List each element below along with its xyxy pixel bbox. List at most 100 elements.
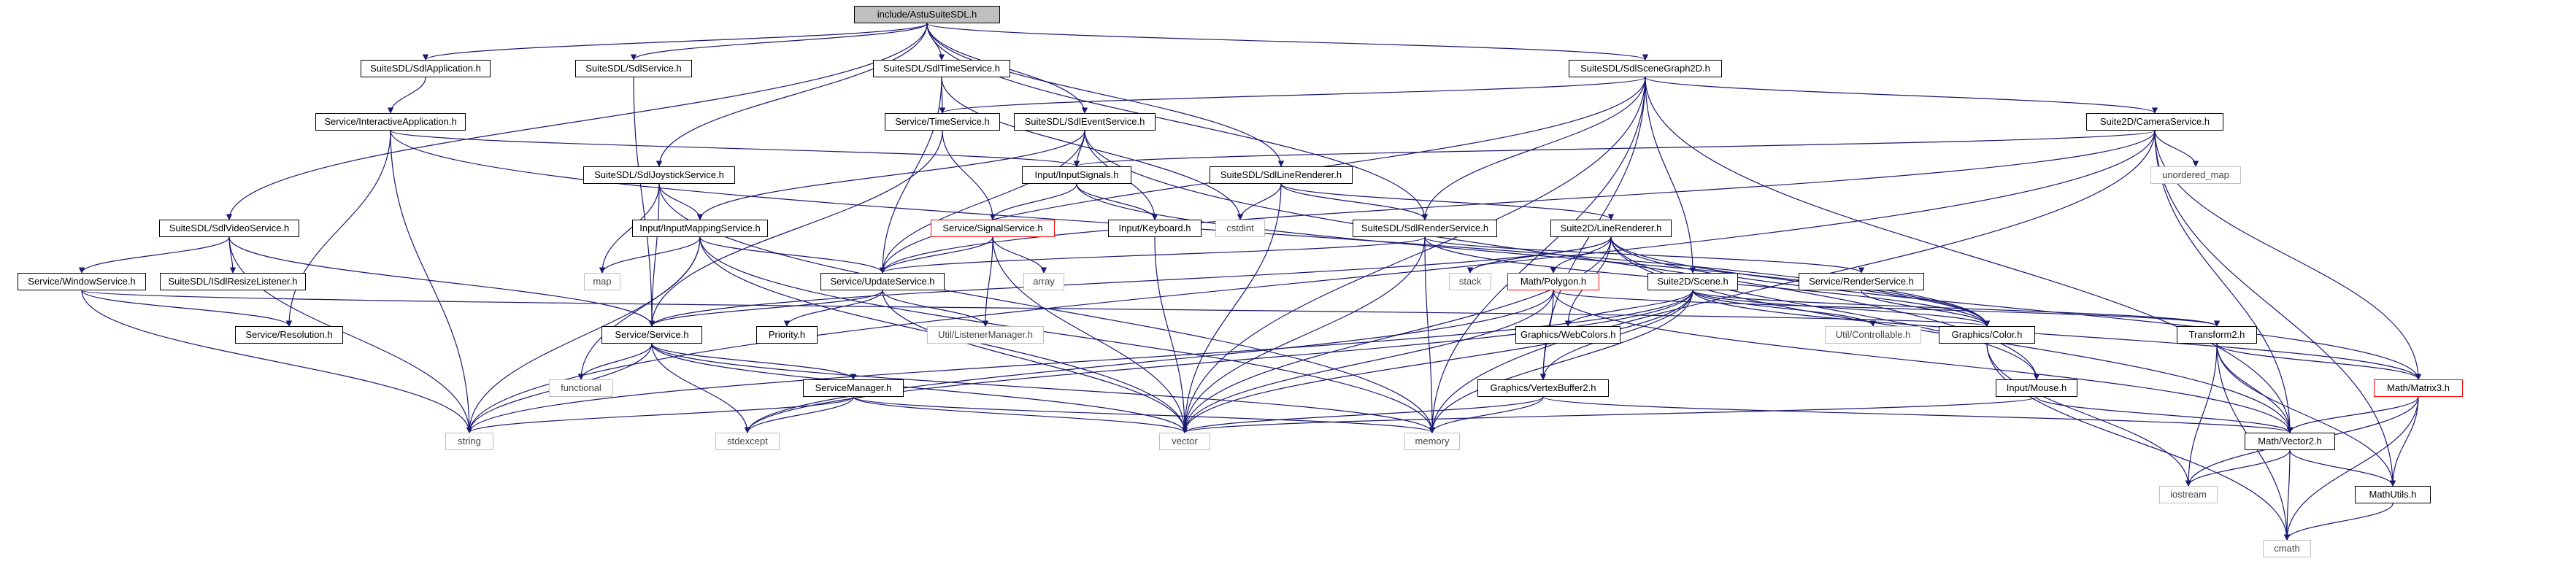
edge-video_service-to-service — [228, 236, 655, 327]
node-render-service[interactable]: Service/RenderService.h — [1799, 273, 1924, 290]
node-line-renderer[interactable]: Suite2D/LineRenderer.h — [1550, 220, 1672, 237]
edge-input_mapping-to-memory — [699, 236, 1436, 433]
node-cstdint[interactable]: cstdint — [1215, 220, 1265, 237]
edge-vector2-to-cmath — [2283, 449, 2291, 541]
edge-joystick-to-service — [648, 183, 660, 327]
edge-scene_graph-to-camera_service — [1645, 77, 2158, 114]
edge-vertex_buffer-to-memory — [1429, 396, 1544, 433]
edge-transform2-to-mathutils — [2216, 343, 2396, 487]
node-service-manager[interactable]: ServiceManager.h — [803, 379, 904, 397]
node-vector2[interactable]: Math/Vector2.h — [2245, 433, 2335, 450]
edge-sdl_event-to-update_service — [879, 130, 1085, 274]
edge-scene-to-vector — [1181, 290, 1693, 433]
edge-scene-to-matrix3 — [1692, 290, 2422, 380]
edge-service-to-memory — [651, 343, 1436, 433]
edge-window_service-to-resolution — [81, 290, 293, 327]
edge-joystick-to-map — [599, 183, 660, 274]
node-sdl-joystick-service[interactable]: SuiteSDL/SdlJoystickService.h — [583, 166, 735, 184]
node-map[interactable]: map — [584, 273, 620, 290]
edge-scene-to-stdexcept — [744, 290, 1693, 433]
edge-render_service_sdl-to-render_service — [1424, 236, 1864, 274]
edge-root-to-scene_graph — [926, 23, 1648, 61]
edge-polygon-to-vector2 — [1553, 290, 2294, 433]
node-color[interactable]: Graphics/Color.h — [1939, 326, 2035, 344]
node-root-header[interactable]: include/AstuSuiteSDL.h — [854, 6, 1000, 23]
edge-line_renderer_sdl-to-line_renderer — [1280, 183, 1615, 220]
edge-color-to-cmath — [1986, 343, 2291, 541]
edge-vector2-to-iostream — [2185, 449, 2291, 487]
node-webcolors[interactable]: Graphics/WebColors.h — [1515, 326, 1620, 344]
node-sdl-render-service[interactable]: SuiteSDL/SdlRenderService.h — [1353, 220, 1497, 237]
node-mathutils[interactable]: MathUtils.h — [2355, 486, 2431, 503]
edge-sdl_event-to-input_mapping — [696, 130, 1085, 220]
edge-sdl_time-to-update_service — [879, 77, 942, 274]
node-iostream[interactable]: iostream — [2159, 486, 2218, 503]
node-camera-service[interactable]: Suite2D/CameraService.h — [2086, 113, 2223, 131]
node-vertex-buffer[interactable]: Graphics/VertexBuffer2.h — [1477, 379, 1609, 397]
edge-service_manager-to-string — [466, 396, 854, 433]
edge-service_manager-to-stdexcept — [744, 396, 854, 433]
edge-render_service_sdl-to-update_service — [880, 236, 1426, 274]
node-sdl-event-service[interactable]: SuiteSDL/SdlEventService.h — [1014, 113, 1156, 131]
node-sdl-scene-graph[interactable]: SuiteSDL/SdlSceneGraph2D.h — [1569, 60, 1722, 77]
edge-scene_graph-to-vector — [1181, 77, 1646, 433]
edge-signal_service-to-array — [992, 236, 1047, 274]
edge-scene-to-memory — [1429, 290, 1693, 433]
node-sdl-application[interactable]: SuiteSDL/SdlApplication.h — [361, 60, 491, 77]
node-sdl-time-service[interactable]: SuiteSDL/SdlTimeService.h — [873, 60, 1010, 77]
node-time-service[interactable]: Service/TimeService.h — [885, 113, 1000, 131]
node-input-mapping-service[interactable]: Input/InputMappingService.h — [632, 220, 768, 237]
node-vector[interactable]: vector — [1159, 433, 1210, 450]
edge-camera_service-to-string — [466, 130, 2156, 433]
edge-scene-to-transform2 — [1692, 290, 2220, 327]
edge-scene-to-color — [1692, 290, 1991, 327]
node-input-signals[interactable]: Input/InputSignals.h — [1022, 166, 1131, 184]
node-stdexcept[interactable]: stdexcept — [715, 433, 780, 450]
node-update-service[interactable]: Service/UpdateService.h — [820, 273, 945, 290]
edge-camera_service-to-input_signals — [1074, 130, 2156, 167]
node-polygon[interactable]: Math/Polygon.h — [1507, 273, 1599, 290]
node-cmath[interactable]: cmath — [2263, 540, 2311, 557]
node-sdl-resize-listener[interactable]: SuiteSDL/ISdlResizeListener.h — [160, 273, 306, 290]
node-priority[interactable]: Priority.h — [756, 326, 818, 344]
node-transform2[interactable]: Transform2.h — [2177, 326, 2257, 344]
edge-service-to-functional — [577, 343, 653, 380]
node-window-service[interactable]: Service/WindowService.h — [18, 273, 146, 290]
node-keyboard[interactable]: Input/Keyboard.h — [1108, 220, 1202, 237]
edge-scene_graph-to-time_service — [939, 77, 1646, 114]
edge-service-to-stdexcept — [651, 343, 751, 433]
node-signal-service[interactable]: Service/SignalService.h — [931, 220, 1055, 237]
node-controllable[interactable]: Util/Controllable.h — [1825, 326, 1921, 344]
node-stack[interactable]: stack — [1449, 273, 1491, 290]
node-listener-manager[interactable]: Util/ListenerManager.h — [927, 326, 1044, 344]
edge-root-to-line_renderer_sdl — [926, 23, 1285, 167]
edge-scene_graph-to-render_service_sdl — [1421, 77, 1646, 220]
edge-service-to-vector — [651, 343, 1188, 433]
edge-root-to-joystick — [655, 23, 928, 167]
node-interactive-application[interactable]: Service/InteractiveApplication.h — [315, 113, 466, 131]
node-resolution[interactable]: Service/Resolution.h — [235, 326, 343, 344]
edge-window_service-to-string — [81, 290, 473, 433]
edge-camera_service-to-mathutils — [2154, 130, 2396, 487]
edge-matrix3-to-cmath — [2283, 396, 2419, 541]
node-sdl-service[interactable]: SuiteSDL/SdlService.h — [575, 60, 692, 77]
node-functional[interactable]: functional — [549, 379, 613, 397]
edge-keyboard-to-vector — [1154, 236, 1188, 433]
node-sdl-line-renderer[interactable]: SuiteSDL/SdlLineRenderer.h — [1210, 166, 1353, 184]
node-string[interactable]: string — [445, 433, 493, 450]
edge-service_manager-to-vector — [853, 396, 1188, 433]
node-unordered-map[interactable]: unordered_map — [2150, 166, 2241, 184]
edge-mathutils-to-cmath — [2283, 503, 2394, 541]
edge-update_service-to-vector — [882, 290, 1188, 433]
edge-interactive_app-to-string — [390, 130, 473, 433]
node-service[interactable]: Service/Service.h — [601, 326, 702, 344]
edge-time_service-to-signal_service — [942, 130, 996, 220]
node-mouse[interactable]: Input/Mouse.h — [1996, 379, 2077, 397]
node-scene[interactable]: Suite2D/Scene.h — [1648, 273, 1738, 290]
node-matrix3[interactable]: Math/Matrix3.h — [2374, 379, 2463, 397]
edge-line_renderer_sdl-to-render_service_sdl — [1280, 183, 1429, 220]
node-memory[interactable]: memory — [1404, 433, 1460, 450]
node-array[interactable]: array — [1023, 273, 1064, 290]
node-sdl-video-service[interactable]: SuiteSDL/SdlVideoService.h — [159, 220, 299, 237]
edge-scene-to-webcolors — [1564, 290, 1693, 327]
